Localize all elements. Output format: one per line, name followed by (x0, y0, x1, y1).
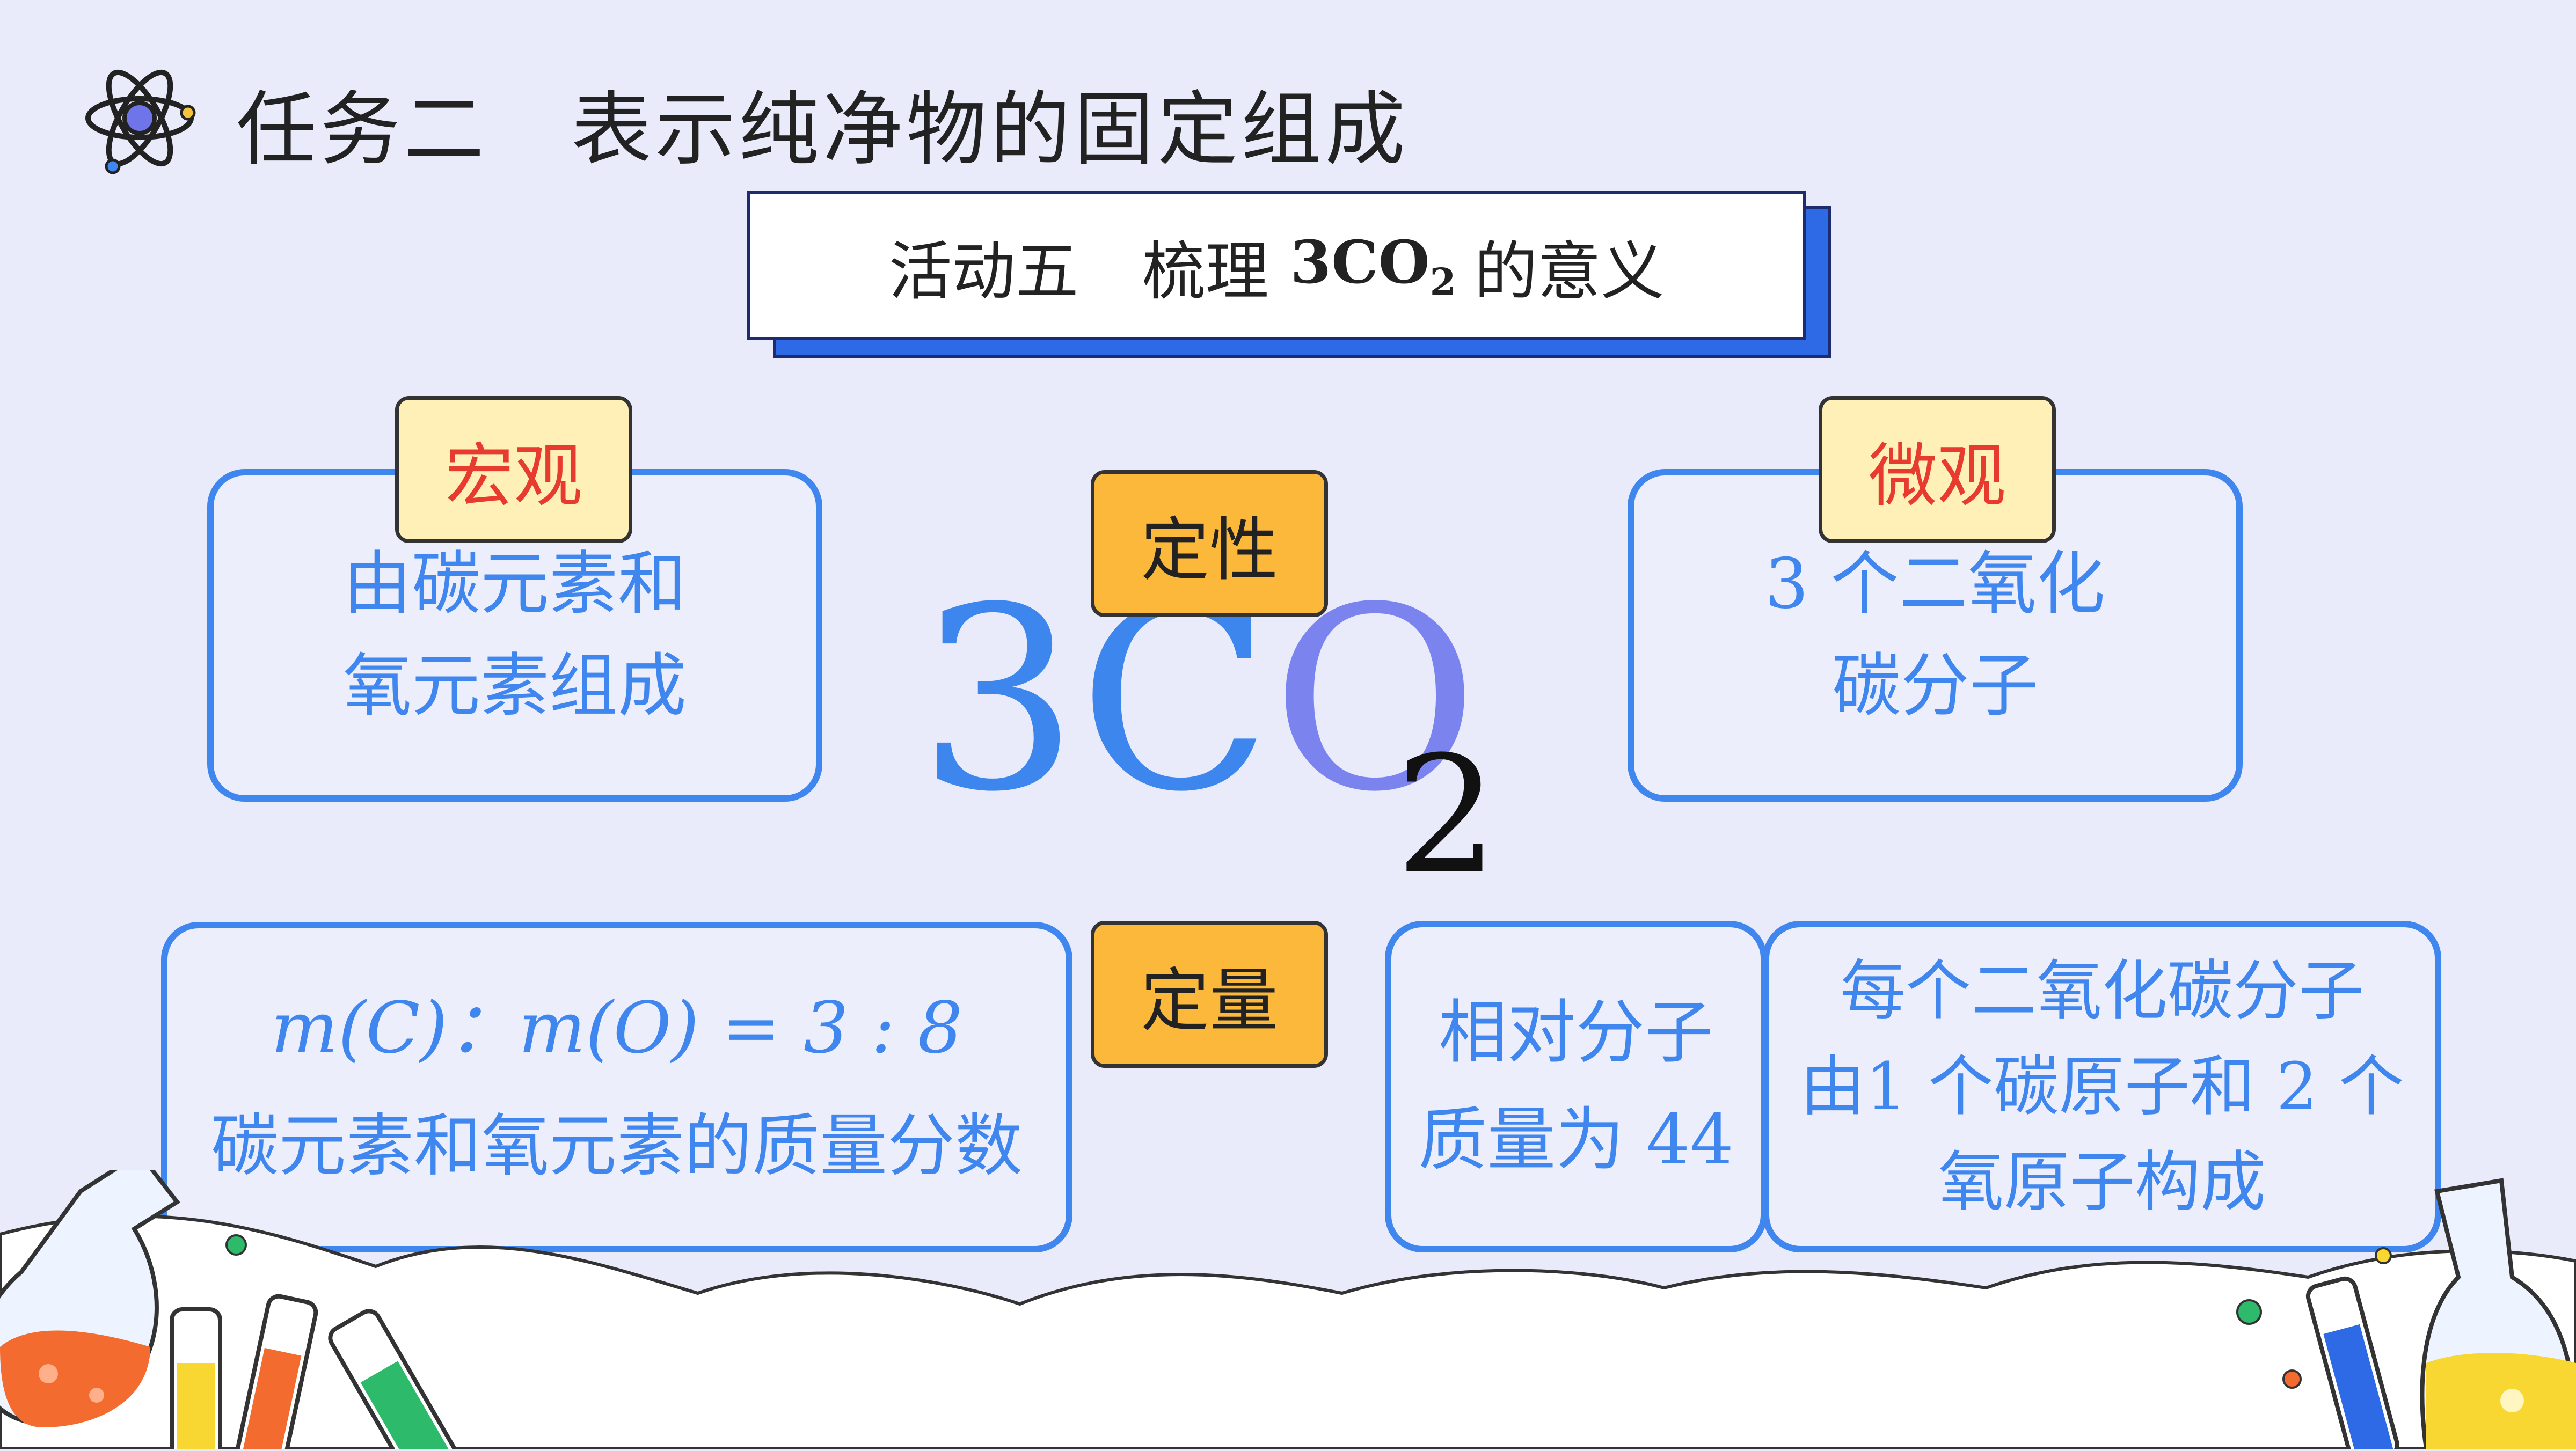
atom-icon (81, 54, 199, 182)
page-title: 任务二 表示纯净物的固定组成 (236, 64, 1409, 181)
activity-prefix: 活动五 梳理 (889, 220, 1269, 312)
lab-decoration (0, 1170, 2576, 1449)
test-tube-icon (172, 1309, 220, 1449)
activity-formula: 3CO2 (1290, 228, 1456, 304)
formula-subscript: 2 (1396, 735, 1498, 896)
composition-line-1: 每个二氧化碳分子 (1840, 943, 2364, 1039)
macro-line-2: 氧元素组成 (343, 635, 687, 737)
composition-line-2: 由1 个碳原子和 2 个 (1800, 1039, 2404, 1134)
macro-tag: 宏观 (395, 396, 632, 543)
micro-line-2: 碳分子 (1832, 635, 2038, 737)
formula-coefficient: 3 (918, 553, 1078, 847)
molecular-mass-line-1: 相对分子 (1439, 979, 1713, 1087)
macro-line-1: 由碳元素和 (343, 533, 687, 635)
micro-line-1: 3 个二氧化 (1765, 533, 2105, 635)
mass-ratio-equation: m(C)：m(O) = 3 : 8 (271, 969, 962, 1087)
micro-tag: 微观 (1819, 396, 2056, 543)
activity-banner: 活动五 梳理 3CO2 的意义 (747, 191, 1806, 340)
activity-suffix: 的意义 (1474, 220, 1664, 312)
qualitative-tag: 定性 (1091, 470, 1328, 617)
quantitative-tag: 定量 (1091, 921, 1328, 1068)
